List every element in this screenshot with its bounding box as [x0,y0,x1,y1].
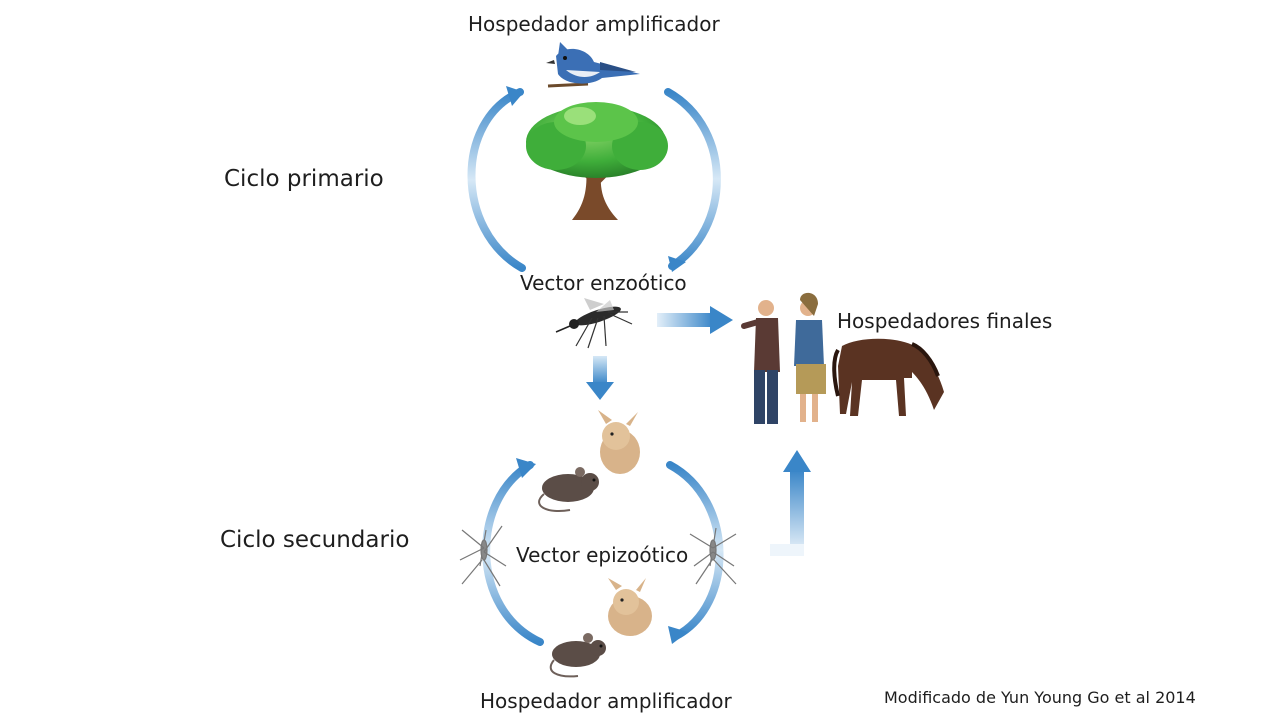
rabbit-icon-upper [598,410,640,474]
mosquito-icon-right [689,527,737,585]
tree-icon [526,102,668,220]
primary-left-arc [467,88,526,272]
secondary-left-arc [482,461,544,646]
final-hosts-label: Hospedadores finales [837,309,1053,333]
arrow-down-to-secondary [586,356,614,400]
primary-left-arrowhead [506,86,524,106]
people-icon [741,292,826,424]
secondary-right-arc [666,461,724,640]
secondary-cycle-label: Ciclo secundario [220,527,410,553]
rodent-icon-lower [549,633,606,678]
epizootic-vector-label: Vector epizoótico [516,543,689,567]
secondary-right-arrowhead [668,626,688,644]
enzootic-vector-label: Vector enzoótico [520,271,687,295]
primary-cycle-label: Ciclo primario [224,166,384,192]
rodent-icon-upper [538,467,599,512]
secondary-left-arrowhead [516,458,536,478]
primary-cycle-arrows [467,86,721,272]
blue-jay-icon [546,42,640,88]
primary-right-arc [664,88,721,270]
arrow-to-final-hosts [657,306,733,334]
credit-label: Modificado de Yun Young Go et al 2014 [884,688,1196,707]
top-host-label: Hospedador amplificador [468,12,720,36]
primary-right-arrowhead [668,256,686,272]
rabbit-icon-lower [608,578,652,636]
horse-icon [832,338,944,416]
mosquito-icon [555,298,633,349]
secondary-cycle-arrows [482,458,724,646]
arrow-up-to-final-hosts [770,450,811,556]
bottom-host-label: Hospedador amplificador [480,689,732,713]
mosquito-icon-left [459,525,507,587]
